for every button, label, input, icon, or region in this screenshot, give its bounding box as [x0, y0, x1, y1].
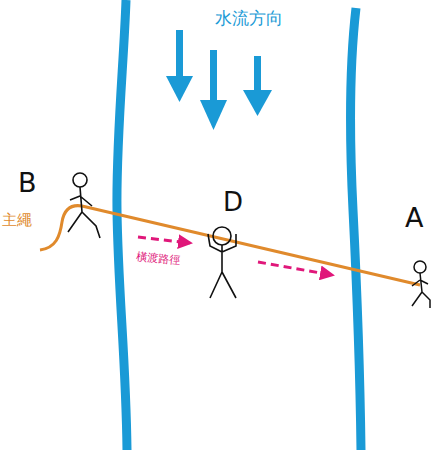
path-label: 橫渡路徑 [135, 251, 180, 268]
direction-label: 水流方向 [215, 9, 283, 28]
stick-figure [68, 173, 100, 238]
stick-figure [208, 227, 236, 298]
point-label: A [405, 203, 423, 233]
point-label: B [18, 168, 37, 198]
river-bank [117, 0, 127, 450]
crossing-arrow [138, 237, 190, 243]
crossing-arrow [258, 262, 332, 275]
stick-figure [412, 261, 430, 308]
rope-label: 主繩 [2, 212, 32, 229]
point-label: D [223, 188, 243, 217]
flow-arrows [166, 30, 272, 130]
rope-tail [40, 206, 82, 250]
river-bank [351, 8, 361, 450]
main-rope [82, 206, 420, 285]
